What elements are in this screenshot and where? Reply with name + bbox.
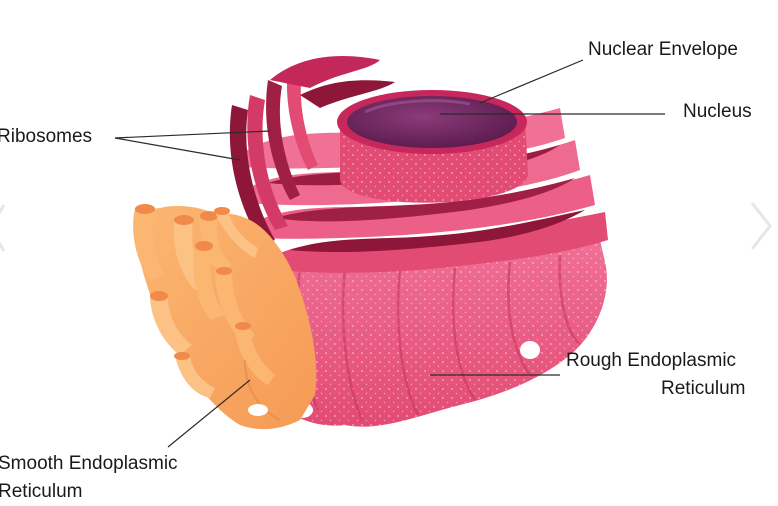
chevron-left-icon[interactable] xyxy=(0,204,6,252)
label-ribosomes: Ribosomes xyxy=(0,126,93,147)
leader-ribosomes-upper xyxy=(114,130,271,139)
nucleus-group xyxy=(337,90,528,203)
label-rough-er-line1: Rough Endoplasmic xyxy=(566,350,737,371)
label-smooth-er-line1: Smooth Endoplasmic xyxy=(0,453,178,474)
label-nuclear-envelope: Nuclear Envelope xyxy=(588,39,738,60)
leader-ribosomes-lower xyxy=(114,137,241,161)
label-nucleus: Nucleus xyxy=(683,101,752,122)
label-smooth-er-line2: Reticulum xyxy=(0,481,83,502)
nucleus-shape xyxy=(347,96,517,148)
leader-lines xyxy=(114,59,665,448)
smooth-er-body xyxy=(133,204,317,430)
rough-er-body xyxy=(251,240,607,427)
leader-nuclear-envelope xyxy=(479,59,584,104)
leader-smooth-er xyxy=(167,379,251,448)
chevron-right-icon[interactable] xyxy=(750,202,772,250)
label-rough-er-line2: Reticulum xyxy=(661,378,746,399)
